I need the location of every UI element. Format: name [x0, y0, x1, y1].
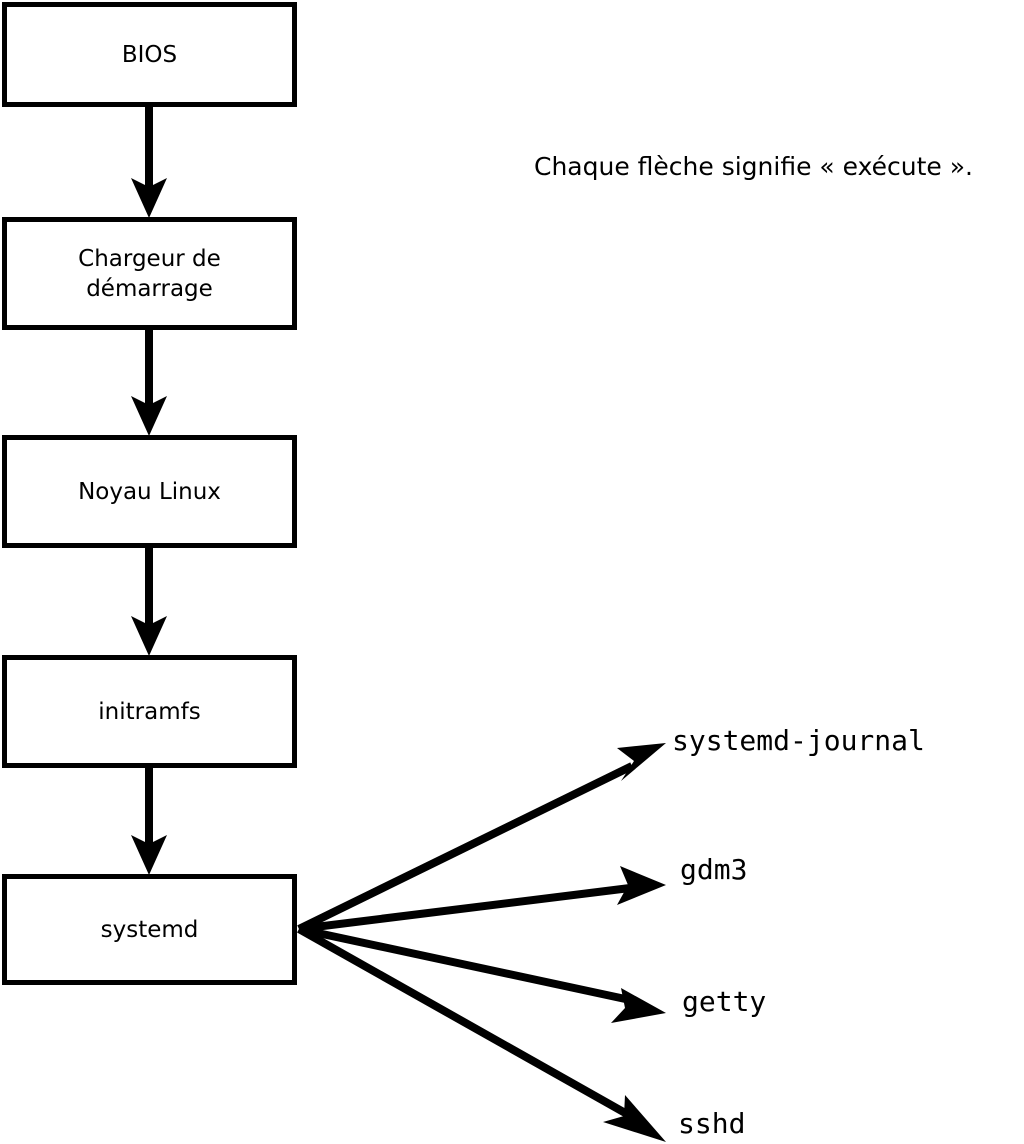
arrow-systemd-to-gdm3: [298, 866, 666, 933]
node-linux-kernel[interactable]: Noyau Linux: [2, 435, 297, 548]
node-bios-label: BIOS: [121, 41, 178, 68]
service-label-systemd-journal: systemd-journal: [672, 724, 925, 757]
diagram-caption: Chaque flèche signifie « exécute ».: [534, 152, 973, 181]
node-linux-kernel-label: Noyau Linux: [78, 478, 221, 505]
service-label-getty: getty: [682, 985, 767, 1018]
arrow-initramfs-to-systemd: [131, 768, 167, 875]
node-bios[interactable]: BIOS: [2, 2, 297, 107]
service-label-gdm3: gdm3: [680, 853, 748, 886]
arrow-systemd-to-systemd-journal: [297, 743, 666, 933]
arrow-bootloader-to-kernel: [131, 330, 167, 436]
service-label-sshd: sshd: [678, 1107, 746, 1140]
node-initramfs[interactable]: initramfs: [2, 655, 297, 768]
node-bootloader-label: Chargeur de démarrage: [78, 245, 221, 302]
arrow-systemd-to-getty: [298, 925, 666, 1023]
arrow-bios-to-bootloader: [131, 107, 167, 218]
node-initramfs-label: initramfs: [98, 698, 201, 725]
node-systemd[interactable]: systemd: [2, 874, 297, 985]
node-systemd-label: systemd: [100, 916, 199, 943]
node-bootloader[interactable]: Chargeur de démarrage: [2, 217, 297, 330]
arrow-kernel-to-initramfs: [131, 548, 167, 656]
arrow-systemd-to-sshd: [297, 925, 666, 1142]
